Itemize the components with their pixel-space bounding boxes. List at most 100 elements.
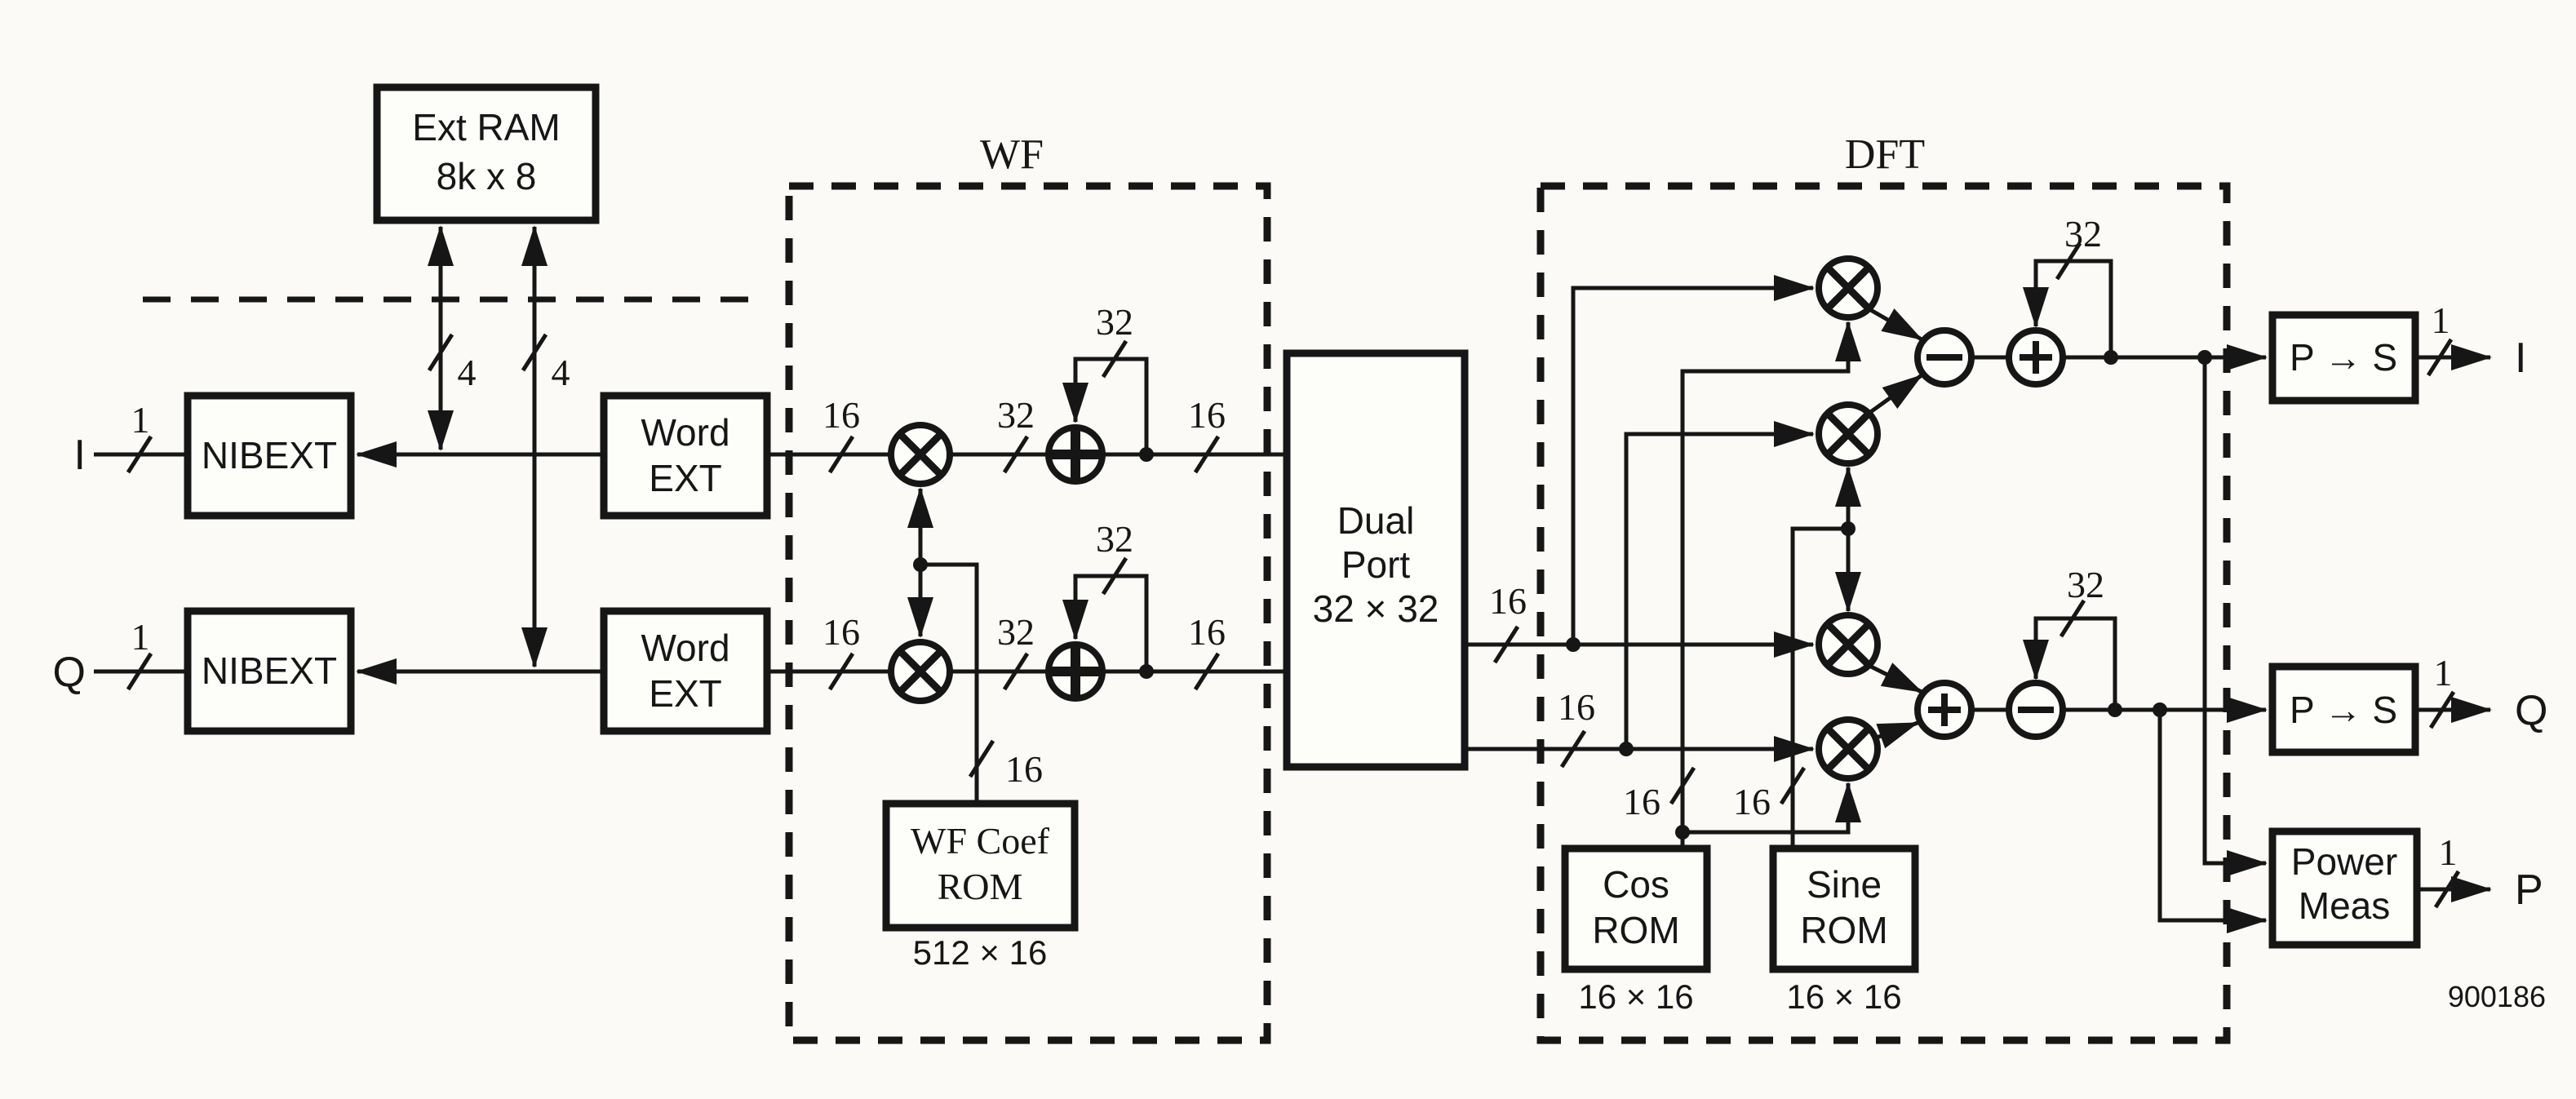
part-number: 900186 [2448,980,2546,1013]
junction-acc-q-feedback [2108,702,2122,717]
nibext-i-block: NIBEXT [184,392,355,520]
wires-wf [767,357,1287,804]
bus-label-wf-i-mid: 32 [997,394,1035,436]
power-meas-block: Power Meas [2268,827,2421,949]
wire-dft-i-feedback-loop [2023,259,2113,356]
wf-coef-rom-size: 512 × 16 [913,933,1048,972]
slash-output-i [2426,338,2454,377]
blocks: Ext RAM 8k x 8 NIBEXT NIBEXT Word EXT Wo… [184,83,2421,1016]
slash-wf-i-16 [827,435,855,474]
wf-adder-q [1045,641,1106,702]
wire-q-to-powermeas [2157,710,2268,933]
bus-label-coef-rom: 16 [1005,748,1043,790]
wf-multiplier-i [888,422,953,487]
ext-ram-label-1: Ext RAM [412,106,560,148]
dft-multiplier-c [1816,612,1881,677]
power-meas-label-2: Meas [2299,884,2390,927]
input-q-label: Q [53,649,86,696]
slash-dp-out-q [1559,729,1587,769]
slash-coef-rom [968,739,995,778]
wire-i-to-powermeas [2202,357,2268,876]
bus-label-sine-riser: 16 [1733,781,1771,822]
ext-ram-block: Ext RAM 8k x 8 [373,83,600,224]
io-labels: I Q I Q P [53,335,2548,914]
wires-dft [1465,259,2268,933]
bus-label-wf-i-loop: 32 [1096,301,1133,343]
bus-label-dp-out-i: 16 [1489,580,1527,622]
input-i-label: I [74,432,86,479]
bus-label-extram-left: 4 [458,352,477,393]
junction-sine-riser [1841,521,1856,536]
wf-multiplier-q [888,639,953,704]
bus-label-wf-q-mid: 32 [997,611,1035,653]
slash-wf-q-16 [827,652,855,691]
dual-port-label-2: Port [1341,543,1411,586]
slash-wf-q-out [1193,652,1221,691]
dft-section-border [1536,182,2231,1044]
junction-dft-q-line [1619,742,1634,756]
wire-multB-to-sub [1868,373,1923,415]
wire-multA-to-sub [1868,307,1923,342]
bus-label-wf-i-in: 16 [822,394,860,436]
operator-nodes [888,255,2066,782]
junction-cos-riser [1675,825,1690,840]
slash-dp-out-i [1492,625,1520,664]
wire-wf-q-feedback-loop [1062,574,1149,670]
output-p-label: P [2515,866,2543,914]
bus-label-cos-riser: 16 [1623,781,1660,822]
slash-wf-i-32 [1002,435,1030,474]
bus-width-labels: 1 1 4 4 16 32 32 16 16 32 32 16 16 16 16… [131,213,2458,873]
wire-multD-to-add [1873,720,1919,749]
junction-q-powermeas-tap [2153,702,2167,717]
output-i-label: I [2515,335,2526,382]
wire-cos-branch-to-multD [1683,782,1861,835]
wf-section-title: WF [980,131,1044,178]
bus-label-input-q: 1 [131,616,150,658]
bus-label-extram-right: 4 [552,352,570,393]
wf-coef-rom-block: WF Coef ROM 512 × 16 [882,800,1079,972]
bus-label-dft-q-loop: 32 [2067,564,2104,605]
word-ext-i-block: Word EXT [600,392,771,520]
junction-wf-q-out [1139,664,1154,679]
word-ext-q-label-1: Word [641,627,729,669]
ext-ram-label-2: 8k x 8 [437,155,537,197]
dft-section-title: DFT [1845,131,1925,178]
dual-port-label-3: 32 × 32 [1313,587,1439,630]
sine-rom-block: Sine ROM 16 × 16 [1769,844,1919,1016]
wf-section-border [785,182,1271,1044]
dft-multiplier-d [1816,716,1881,782]
slash-extram-left [427,333,454,372]
output-q-label: Q [2515,687,2547,734]
slash-dft-q-loop [2059,599,2086,638]
slash-output-q [2428,690,2456,729]
cos-rom-label-2: ROM [1592,909,1679,951]
cos-rom-size: 16 × 16 [1578,977,1693,1016]
word-ext-i-label-2: EXT [649,457,721,499]
bus-label-wf-i-out: 16 [1188,394,1226,436]
sine-rom-label-2: ROM [1800,909,1887,951]
wire-wf-i-feedback-loop [1062,357,1149,453]
wire-dft-q-feedback-loop [2023,616,2117,708]
power-meas-label-1: Power [2291,840,2397,883]
nibext-q-label: NIBEXT [202,649,337,692]
slash-cos-riser [1669,766,1696,805]
slash-input-i [126,435,153,474]
wf-adder-i [1045,424,1106,485]
p-to-s-q-block: P → S [2268,663,2419,756]
slash-output-p [2433,870,2461,909]
wires-outputs [2415,344,2492,902]
nibext-q-block: NIBEXT [184,607,355,735]
junction-acc-i-feedback [2104,350,2118,365]
dft-adder-q [1914,680,1975,740]
bus-label-output-p: 1 [2439,831,2458,873]
word-ext-i-label-1: Word [641,411,729,454]
p-to-s-i-block: P → S [2268,311,2419,405]
junction-dft-i-line [1566,637,1581,652]
dft-multiplier-a [1816,255,1881,321]
wire-cos-to-multA [1680,321,1861,849]
wf-coef-rom-label-2: ROM [938,866,1023,907]
nibext-i-label: NIBEXT [202,434,337,476]
bus-slashes [126,242,2461,909]
